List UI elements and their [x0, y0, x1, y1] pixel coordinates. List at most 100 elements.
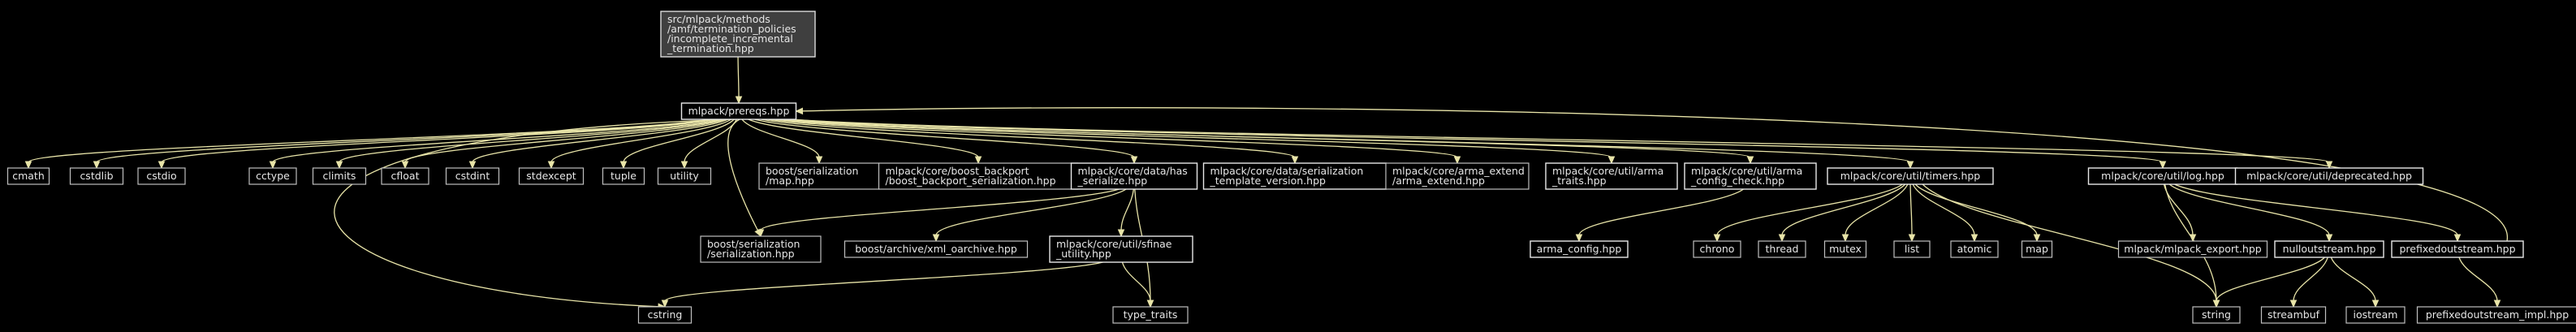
- node-box: [2345, 306, 2406, 324]
- node-box: [2274, 240, 2384, 258]
- edge-line: [472, 119, 729, 163]
- node-label-line: mlpack/core/util/log.hpp: [2101, 170, 2224, 182]
- node-label-line: boost/archive/xml_oarchive.hpp: [855, 243, 1017, 255]
- node-boost-backport: mlpack/core/boost_backport/boost_backpor…: [878, 162, 1079, 190]
- edge-line: [1781, 183, 1906, 236]
- node-box: [2416, 306, 2576, 324]
- arrowhead: [1117, 229, 1125, 238]
- node-label-line: /amf/termination_policies: [667, 23, 796, 35]
- edge-prereqs-to-cctype: [269, 119, 721, 170]
- node-sfinae[interactable]: mlpack/core/util/sfinae_utility.hpp: [1049, 235, 1193, 263]
- node-label-line: /serialization.hpp: [707, 248, 795, 260]
- arrowhead: [619, 161, 628, 170]
- node-label-line: /map.hpp: [766, 175, 814, 187]
- edge-prereqs-to-tuple: [619, 119, 735, 170]
- arrowhead: [2325, 234, 2333, 243]
- arrowhead: [1908, 234, 1916, 243]
- arrowhead: [932, 234, 940, 243]
- edge-prereqs-to-boost-serialization: [727, 119, 762, 238]
- edge-line: [741, 119, 820, 158]
- edge-line: [1909, 183, 1913, 236]
- node-label-line: type_traits: [1124, 308, 1178, 321]
- edge-nulloutstream-to-streambuf: [2289, 257, 2328, 308]
- node-list: list: [1893, 240, 1931, 258]
- node-prefixedoutstream[interactable]: prefixedoutstream.hpp: [2391, 240, 2524, 258]
- node-box: [1049, 235, 1193, 263]
- node-label-line: _config_check.hpp: [1690, 175, 1784, 187]
- node-nulloutstream[interactable]: nulloutstream.hpp: [2274, 240, 2384, 258]
- node-template-version[interactable]: mlpack/core/data/serialization_template_…: [1202, 162, 1387, 190]
- arrowhead: [269, 161, 277, 170]
- edge-prereqs-to-template-version: [761, 119, 1299, 165]
- node-timers[interactable]: mlpack/core/util/timers.hpp: [1827, 167, 1994, 185]
- node-box: [69, 167, 124, 185]
- arrowhead: [2453, 234, 2462, 243]
- node-label-line: mlpack/core/util/sfinae: [1056, 238, 1172, 250]
- edge-arma-config-check-to-arma-config: [1575, 188, 1744, 243]
- node-box: [1758, 240, 1806, 258]
- node-iostream: iostream: [2345, 306, 2406, 324]
- node-cstdlib: cstdlib: [69, 167, 124, 185]
- nodes-layer: src/mlpack/methods/amf/termination_polic…: [6, 11, 2576, 324]
- node-box: [1070, 162, 1198, 190]
- node-box: [1827, 167, 1994, 185]
- node-label-line: /arma_extend.hpp: [1392, 175, 1485, 187]
- node-thread: thread: [1758, 240, 1806, 258]
- node-label-line: mlpack/prereqs.hpp: [688, 105, 790, 117]
- node-utility: utility: [657, 167, 712, 185]
- edge-line: [334, 119, 736, 308]
- edge-line: [791, 119, 2330, 163]
- edge-line: [1914, 183, 2038, 236]
- edge-timers-to-thread: [1778, 183, 1906, 243]
- node-arma-config-check[interactable]: mlpack/core/util/arma_config_check.hpp: [1684, 162, 1817, 190]
- node-label-line: tuple: [611, 170, 636, 182]
- arrowhead: [93, 161, 101, 170]
- edge-line: [2168, 183, 2330, 236]
- edge-nulloutstream-to-string: [2212, 257, 2325, 308]
- edge-line: [2293, 257, 2328, 302]
- edge-log-to-nulloutstream: [2168, 183, 2333, 243]
- edge-line: [2163, 183, 2194, 236]
- arrowhead: [24, 161, 32, 170]
- node-label-line: _termination.hpp: [667, 42, 754, 54]
- node-box: [2260, 306, 2327, 324]
- arrowhead: [661, 300, 669, 308]
- node-box: [2021, 240, 2053, 258]
- edge-prefixedoutstream-to-prefixedoutstream-impl: [2458, 257, 2501, 308]
- node-box: [381, 167, 429, 185]
- node-streambuf: streambuf: [2260, 306, 2327, 324]
- edge-line: [2216, 257, 2325, 302]
- node-arma-config[interactable]: arma_config.hpp: [1530, 240, 1629, 258]
- node-cstdio: cstdio: [137, 167, 186, 185]
- node-type-traits: type_traits: [1112, 306, 1189, 324]
- node-label-line: chrono: [1700, 243, 1735, 255]
- node-prereqs[interactable]: mlpack/prereqs.hpp: [680, 102, 797, 120]
- node-label-line: atomic: [1957, 243, 1992, 255]
- node-label-line: _traits.hpp: [1551, 175, 1607, 187]
- edge-line: [1121, 261, 1151, 302]
- edge-prereqs-to-boost-map: [741, 119, 823, 165]
- node-arma-extend: mlpack/core/arma_extend/arma_extend.hpp: [1385, 162, 1530, 190]
- node-label-line: utility: [670, 170, 699, 182]
- node-box: [1893, 240, 1931, 258]
- node-boost-map: boost/serialization/map.hpp: [758, 162, 880, 190]
- edge-line: [748, 119, 979, 158]
- edge-line: [272, 119, 721, 163]
- node-box: [844, 240, 1029, 258]
- node-log[interactable]: mlpack/core/util/log.hpp: [2087, 167, 2238, 185]
- edge-prereqs-to-arma-extend: [767, 119, 1461, 165]
- arrowhead: [1575, 234, 1583, 243]
- arrowhead: [1713, 234, 1721, 243]
- edge-timers-to-mutex: [1841, 183, 1909, 243]
- edge-line: [767, 119, 1458, 158]
- node-has-serialize[interactable]: mlpack/core/data/has_serialize.hpp: [1070, 162, 1198, 190]
- node-deprecated[interactable]: mlpack/core/util/deprecated.hpp: [2234, 167, 2424, 185]
- arrowhead: [815, 156, 823, 165]
- edge-line: [761, 119, 1296, 158]
- edge-line: [785, 119, 1911, 163]
- arrowhead: [680, 161, 688, 170]
- node-arma-traits[interactable]: mlpack/core/util/arma_traits.hpp: [1545, 162, 1678, 190]
- edge-prereqs-to-stdexcept: [547, 119, 732, 170]
- node-box: [445, 167, 500, 185]
- edge-line: [727, 119, 759, 232]
